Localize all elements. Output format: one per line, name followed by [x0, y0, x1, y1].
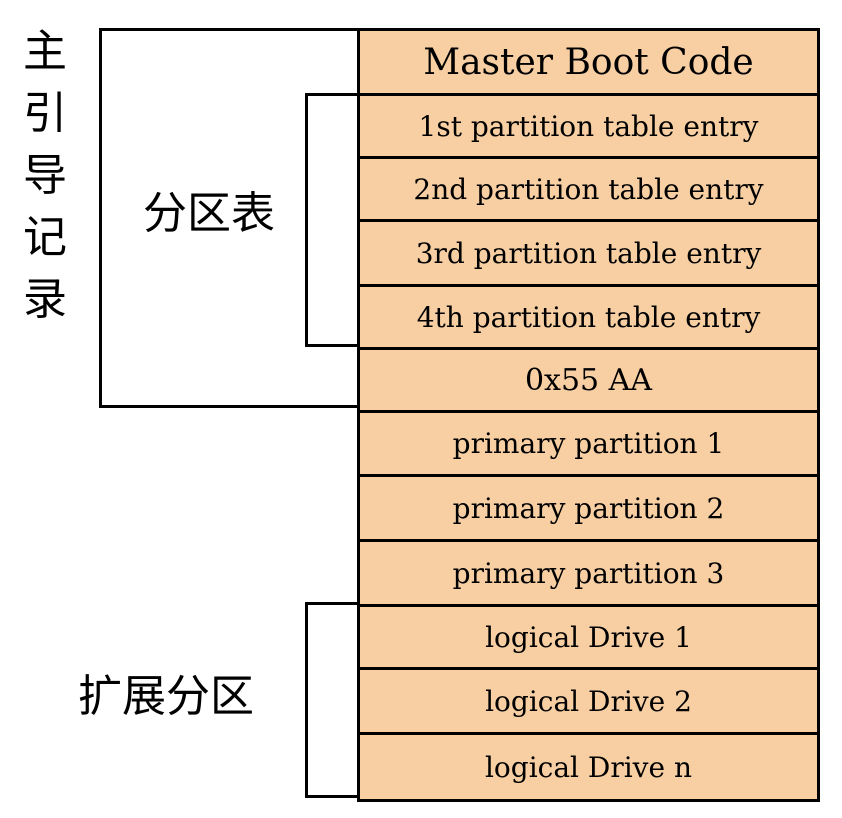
- primary-partition-1-cell: primary partition 1: [360, 413, 817, 477]
- extended-partition-label: 扩展分区: [78, 671, 254, 722]
- partition-entry-3-cell: 3rd partition table entry: [360, 222, 817, 287]
- disk-layout-stack: Master Boot Code 1st partition table ent…: [357, 28, 820, 802]
- mbr-label-char: 导: [23, 150, 67, 201]
- partition-entry-2-cell: 2nd partition table entry: [360, 159, 817, 222]
- partition-entry-4-cell: 4th partition table entry: [360, 287, 817, 350]
- logical-drive-1-cell: logical Drive 1: [360, 607, 817, 670]
- signature-cell: 0x55 AA: [360, 350, 817, 413]
- mbr-bracket: [99, 28, 359, 408]
- logical-drive-n-cell: logical Drive n: [484, 750, 693, 784]
- partition-table-bracket: [305, 93, 359, 347]
- primary-partition-2-cell: primary partition 2: [360, 477, 817, 542]
- mbr-label-char: 记: [23, 212, 67, 263]
- primary-partition-3-cell: primary partition 3: [360, 542, 817, 607]
- mbr-label: 主 引 导 记 录: [20, 30, 70, 340]
- mbr-label-char: 主: [23, 26, 67, 77]
- master-boot-code-cell: Master Boot Code: [360, 31, 817, 96]
- partition-entry-1-cell: 1st partition table entry: [360, 96, 817, 159]
- mbr-label-char: 录: [23, 274, 67, 325]
- mbr-label-char: 引: [23, 88, 67, 139]
- extended-partition-bracket: [305, 602, 359, 798]
- logical-drive-2-cell: logical Drive 2: [360, 670, 817, 735]
- partition-table-label: 分区表: [143, 188, 275, 239]
